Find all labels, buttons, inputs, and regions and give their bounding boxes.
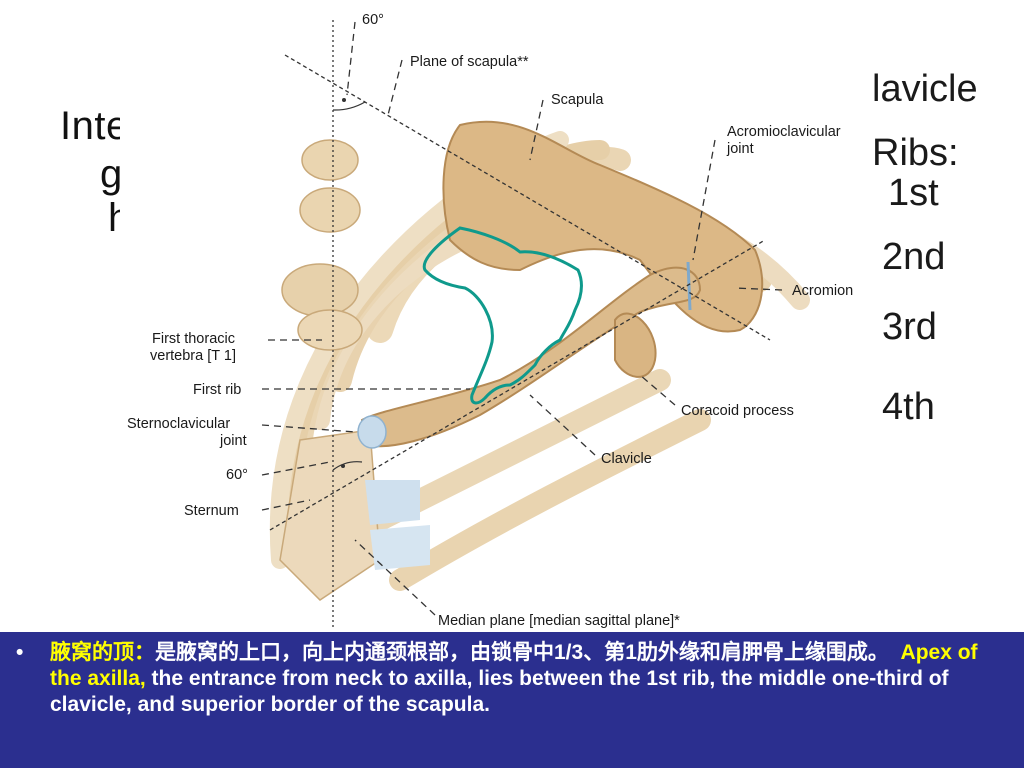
leader-angle-top [346,21,356,96]
vertebra-shape-4 [301,139,359,181]
caption-heading-cn: 腋窝的顶： [50,641,155,664]
sternum [279,429,430,601]
leader-plane-scapula [387,59,403,116]
caption-heading-en: Apex of the axilla, [50,641,978,690]
label-plane-of-scapula: Plane of scapula** [410,54,529,70]
rib-lower-2 [389,409,711,591]
bg-right-1st: 1st [888,172,939,214]
label-median-plane: Median plane [median sagittal plane]* [438,613,680,629]
label-sternum: Sternum [184,503,239,519]
costal-cartilage-2 [370,525,430,570]
bg-title-line-1: Inte [60,104,129,148]
ac-joint-line [686,261,692,311]
leader-lines [261,21,783,616]
vertebra-shape-1 [281,263,359,317]
costal-cartilage-1 [365,480,420,525]
anatomy-figure: 60° Plane of scapula** Scapula Acromiocl… [127,12,854,630]
leader-coracoid [639,374,676,406]
leader-ac-joint [692,139,716,261]
bg-right-ribs: Ribs: [872,132,959,174]
sternoclavicular-joint-shape [357,415,387,449]
label-coracoid-process: Coracoid process [681,403,794,419]
angle-dot-top [342,98,346,102]
label-sternoclavicular-1: Sternoclavicular [127,416,230,432]
label-acromioclavicular-1: Acromioclavicular [727,124,841,140]
angle-arc-top [332,101,366,111]
vertebra-shape-2 [297,309,363,351]
vertebrae [281,139,363,351]
label-sternoclavicular-2: joint [219,433,247,449]
leader-scapula [529,99,544,161]
label-first-rib: First rib [193,382,241,398]
caption-body-cn: 是腋窝的上口，向上内通颈根部，由锁骨中1/3、第1肋外缘和肩胛骨上缘围成。 [155,641,889,664]
clavicle-plane-line [269,239,766,531]
scapula-plane-line [284,54,771,341]
bg-title-line-2: g [100,152,123,196]
label-angle-bottom: 60° [226,467,248,483]
label-acromion: Acromion [792,283,853,299]
leader-sternum [261,499,311,511]
angle-arc-bottom [332,461,363,471]
label-clavicle: Clavicle [601,451,652,467]
bg-right-4th: 4th [882,386,935,428]
angle-dot-bottom [341,464,345,468]
label-first-thoracic-1: First thoracic [152,331,235,347]
leader-acromion [734,287,783,291]
label-scapula: Scapula [551,92,604,108]
caption-box: • 腋窝的顶：是腋窝的上口，向上内通颈根部，由锁骨中1/3、第1肋外缘和肩胛骨上… [0,632,1024,768]
clavicle-bone [360,266,702,448]
leader-median-plane [354,539,436,616]
leader-clavicle [529,394,596,456]
bg-right-clavicle: lavicle [872,68,978,110]
coracoid-shape [614,312,657,378]
label-first-thoracic-2: vertebra [T 1] [150,348,236,364]
label-angle-top: 60° [362,12,384,28]
axilla-apex-outline [422,226,583,405]
bg-right-3rd: 3rd [882,306,937,348]
vertebra-shape-3 [299,187,361,233]
leader-sternoclavicular [261,424,357,433]
bg-right-2nd: 2nd [882,236,946,278]
caption-text: 腋窝的顶：是腋窝的上口，向上内通颈根部，由锁骨中1/3、第1肋外缘和肩胛骨上缘围… [50,640,1006,718]
caption-bullet: • [16,641,24,664]
label-acromioclavicular-2: joint [726,141,754,157]
caption-body-en: the entrance from neck to axilla, lies b… [50,667,949,716]
